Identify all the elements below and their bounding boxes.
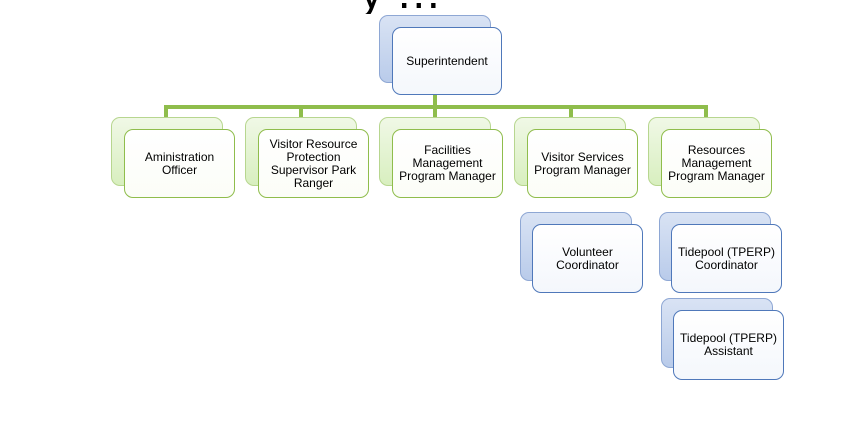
- node-label: Visitor Services Program Manager: [527, 129, 638, 198]
- node-label: Aministration Officer: [124, 129, 235, 198]
- node-volunteer-coordinator: Volunteer Coordinator: [520, 212, 645, 294]
- node-visitor-services: Visitor Services Program Manager: [514, 117, 639, 199]
- node-tidepool-assistant: Tidepool (TPERP) Assistant: [661, 298, 786, 381]
- node-label: Volunteer Coordinator: [532, 224, 643, 293]
- node-facilities-management: Facilities Management Program Manager: [379, 117, 504, 199]
- node-tidepool-coordinator: Tidepool (TPERP) Coordinator: [659, 212, 784, 294]
- node-label: Tidepool (TPERP) Assistant: [673, 310, 784, 380]
- node-label: Superintendent: [392, 27, 502, 95]
- node-label: Visitor Resource Protection Supervisor P…: [258, 129, 369, 198]
- page-title-fragment: y …: [360, 0, 660, 14]
- node-visitor-resource-protection: Visitor Resource Protection Supervisor P…: [245, 117, 370, 199]
- node-resources-management: Resources Management Program Manager: [648, 117, 773, 199]
- node-superintendent: Superintendent: [379, 15, 505, 97]
- node-label: Resources Management Program Manager: [661, 129, 772, 198]
- node-label: Facilities Management Program Manager: [392, 129, 503, 198]
- node-administration-officer: Aministration Officer: [111, 117, 236, 199]
- node-label: Tidepool (TPERP) Coordinator: [671, 224, 782, 293]
